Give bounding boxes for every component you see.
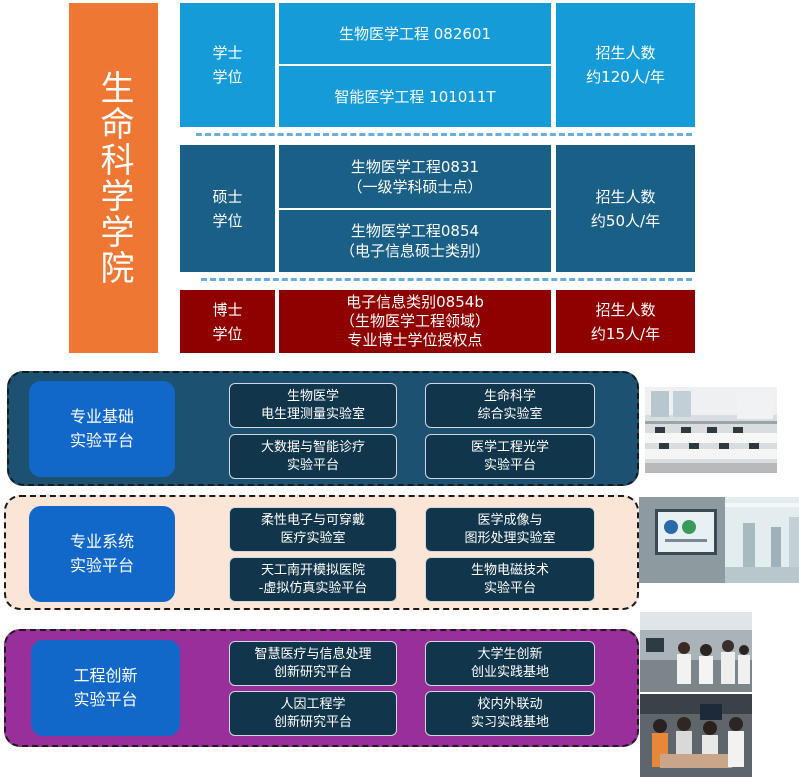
doctor-quota: 招生人数 约15人/年 xyxy=(556,290,695,353)
platform-basic-title: 专业基础 实验平台 xyxy=(29,381,175,477)
platform-innovation-title: 工程创新 实验平台 xyxy=(31,640,180,736)
lab-internship-base: 校内外联动 实习实践基地 xyxy=(425,691,595,736)
hospital-corridor-photo xyxy=(639,497,799,583)
lab-human-factors: 人因工程学 创新研究平台 xyxy=(229,691,397,736)
training-photo-1 xyxy=(640,612,752,692)
lab-electrophysiology: 生物医学 电生理测量实验室 xyxy=(229,383,397,428)
bachelor-quota: 招生人数 约120人/年 xyxy=(556,3,695,127)
bachelor-program-1: 生物医学工程 082601 xyxy=(279,3,551,64)
lab-medical-imaging: 医学成像与 图形处理实验室 xyxy=(425,507,595,552)
doctor-label: 博士 学位 xyxy=(180,290,275,353)
platform-system-title: 专业系统 实验平台 xyxy=(29,506,175,602)
lab-big-data: 大数据与智能诊疗 实验平台 xyxy=(229,434,397,479)
training-photo-2 xyxy=(640,694,752,777)
divider-bachelor-master xyxy=(196,133,692,136)
lab-bioelectromagnetics: 生物电磁技术 实验平台 xyxy=(425,557,595,602)
college-title: 生命科学学院 xyxy=(69,3,158,353)
bachelor-program-2: 智能医学工程 101011T xyxy=(279,66,551,127)
lab-optics: 医学工程光学 实验平台 xyxy=(425,434,595,479)
lab-life-science: 生命科学 综合实验室 xyxy=(425,383,595,428)
master-program-1: 生物医学工程0831 （一级学科硕士点） xyxy=(279,145,551,208)
divider-master-doctor xyxy=(201,278,692,281)
master-quota: 招生人数 约50人/年 xyxy=(556,145,695,272)
doctor-program: 电子信息类别0854b （生物医学工程领域） 专业博士学位授权点 xyxy=(279,290,551,353)
master-label: 硕士 学位 xyxy=(180,145,275,272)
lab-innovation-base: 大学生创新 创业实践基地 xyxy=(425,641,595,686)
lab-flexible-electronics: 柔性电子与可穿戴 医疗实验室 xyxy=(229,507,397,552)
master-program-2: 生物医学工程0854 （电子信息硕士类别） xyxy=(279,210,551,272)
lab-virtual-hospital: 天工南开模拟医院 -虚拟仿真实验平台 xyxy=(229,557,397,602)
bachelor-label: 学士 学位 xyxy=(180,3,275,127)
lab-room-photo xyxy=(645,387,777,473)
lab-smart-medicine: 智慧医疗与信息处理 创新研究平台 xyxy=(229,641,397,686)
